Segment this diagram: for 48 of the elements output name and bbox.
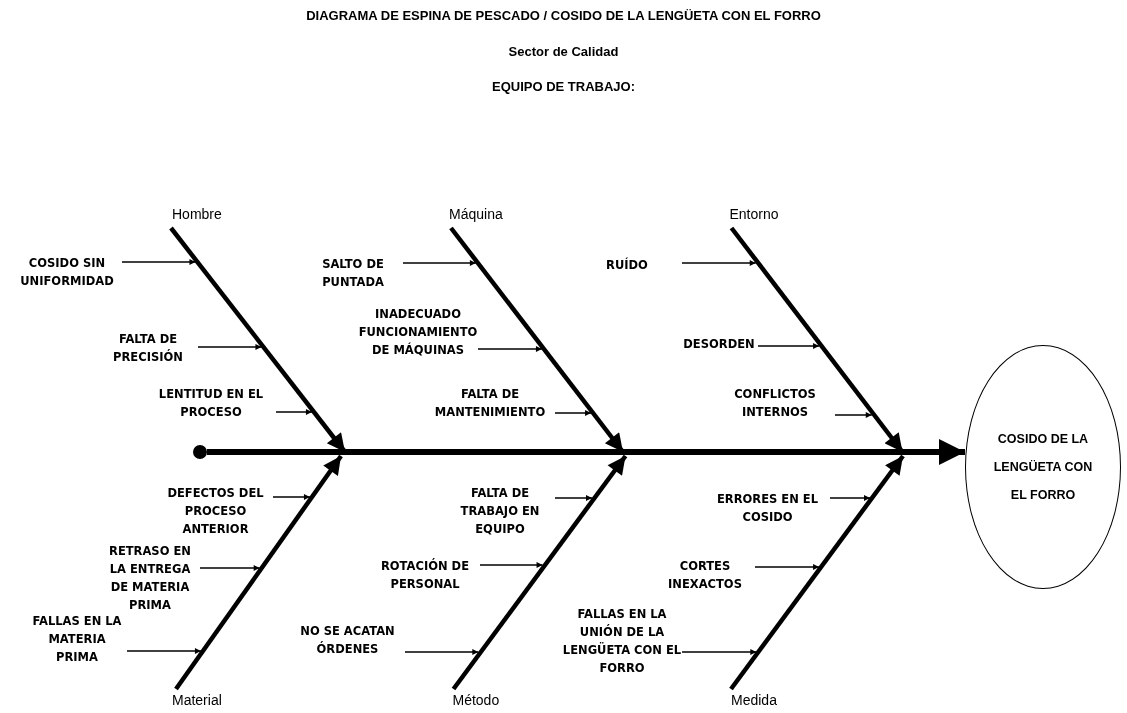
cause-label: SALTO DE PUNTADA — [303, 255, 403, 291]
arrow — [757, 343, 820, 349]
category-label: Máquina — [449, 205, 503, 223]
category-label: Método — [452, 691, 500, 709]
category-label: Medida — [731, 691, 777, 709]
arrow — [477, 346, 543, 352]
cause-label: CONFLICTOS INTERNOS — [715, 385, 835, 421]
arrow — [554, 495, 593, 501]
cause-label: ERRORES EN EL COSIDO — [705, 490, 830, 526]
arrow — [275, 409, 313, 415]
cause-label: FALLAS EN LA MATERIA PRIMA — [27, 612, 127, 666]
cause-label: FALTA DE PRECISIÓN — [98, 330, 198, 366]
arrow — [126, 648, 202, 654]
cause-label: FALLAS EN LA UNIÓN DE LA LENGÜETA CON EL FORRO — [562, 605, 682, 677]
arrow — [272, 494, 311, 500]
category-label: Entorno — [729, 205, 779, 223]
cause-label: ROTACIÓN DE PERSONAL — [370, 557, 480, 593]
effect-ellipse: COSIDO DE LA LENGÜETA CON EL FORRO — [965, 345, 1121, 589]
arrow — [681, 260, 757, 266]
arrow — [479, 562, 544, 568]
spine-start-dot — [193, 445, 207, 459]
arrow — [121, 259, 197, 265]
cause-label: RETRASO EN LA ENTREGA DE MATERIA PRIMA — [100, 542, 200, 614]
arrow — [681, 649, 758, 655]
cause-label: FALTA DE TRABAJO EN EQUIPO — [445, 484, 555, 538]
cause-label: COSIDO SIN UNIFORMIDAD — [12, 254, 122, 290]
spine-arrow — [207, 439, 965, 465]
arrow — [402, 260, 477, 266]
subtitle: Sector de Calidad — [507, 44, 620, 59]
arrow — [754, 564, 820, 570]
arrow — [829, 495, 871, 501]
cause-label: NO SE ACATAN ÓRDENES — [290, 622, 405, 658]
arrow — [197, 344, 263, 350]
arrow — [834, 412, 873, 418]
cause-label: DESORDEN — [680, 335, 758, 353]
category-label: Material — [172, 691, 222, 709]
cause-label: FALTA DE MANTENIMIENTO — [425, 385, 555, 421]
arrow — [404, 649, 480, 655]
cause-label: LENTITUD EN EL PROCESO — [146, 385, 276, 421]
team-heading: EQUIPO DE TRABAJO: — [491, 79, 636, 94]
cause-label: RUÍDO — [572, 256, 682, 274]
cause-label: DEFECTOS DEL PROCESO ANTERIOR — [158, 484, 273, 538]
arrow — [199, 565, 261, 571]
diagram-title: DIAGRAMA DE ESPINA DE PESCADO / COSIDO DE LA LENGÜETA CON EL FORRO — [305, 8, 822, 23]
cause-label: INADECUADO FUNCIONAMIENTO DE MÁQUINAS — [358, 305, 478, 359]
cause-label: CORTES INEXACTOS — [655, 557, 755, 593]
category-label: Hombre — [172, 205, 222, 223]
arrow — [554, 410, 592, 416]
